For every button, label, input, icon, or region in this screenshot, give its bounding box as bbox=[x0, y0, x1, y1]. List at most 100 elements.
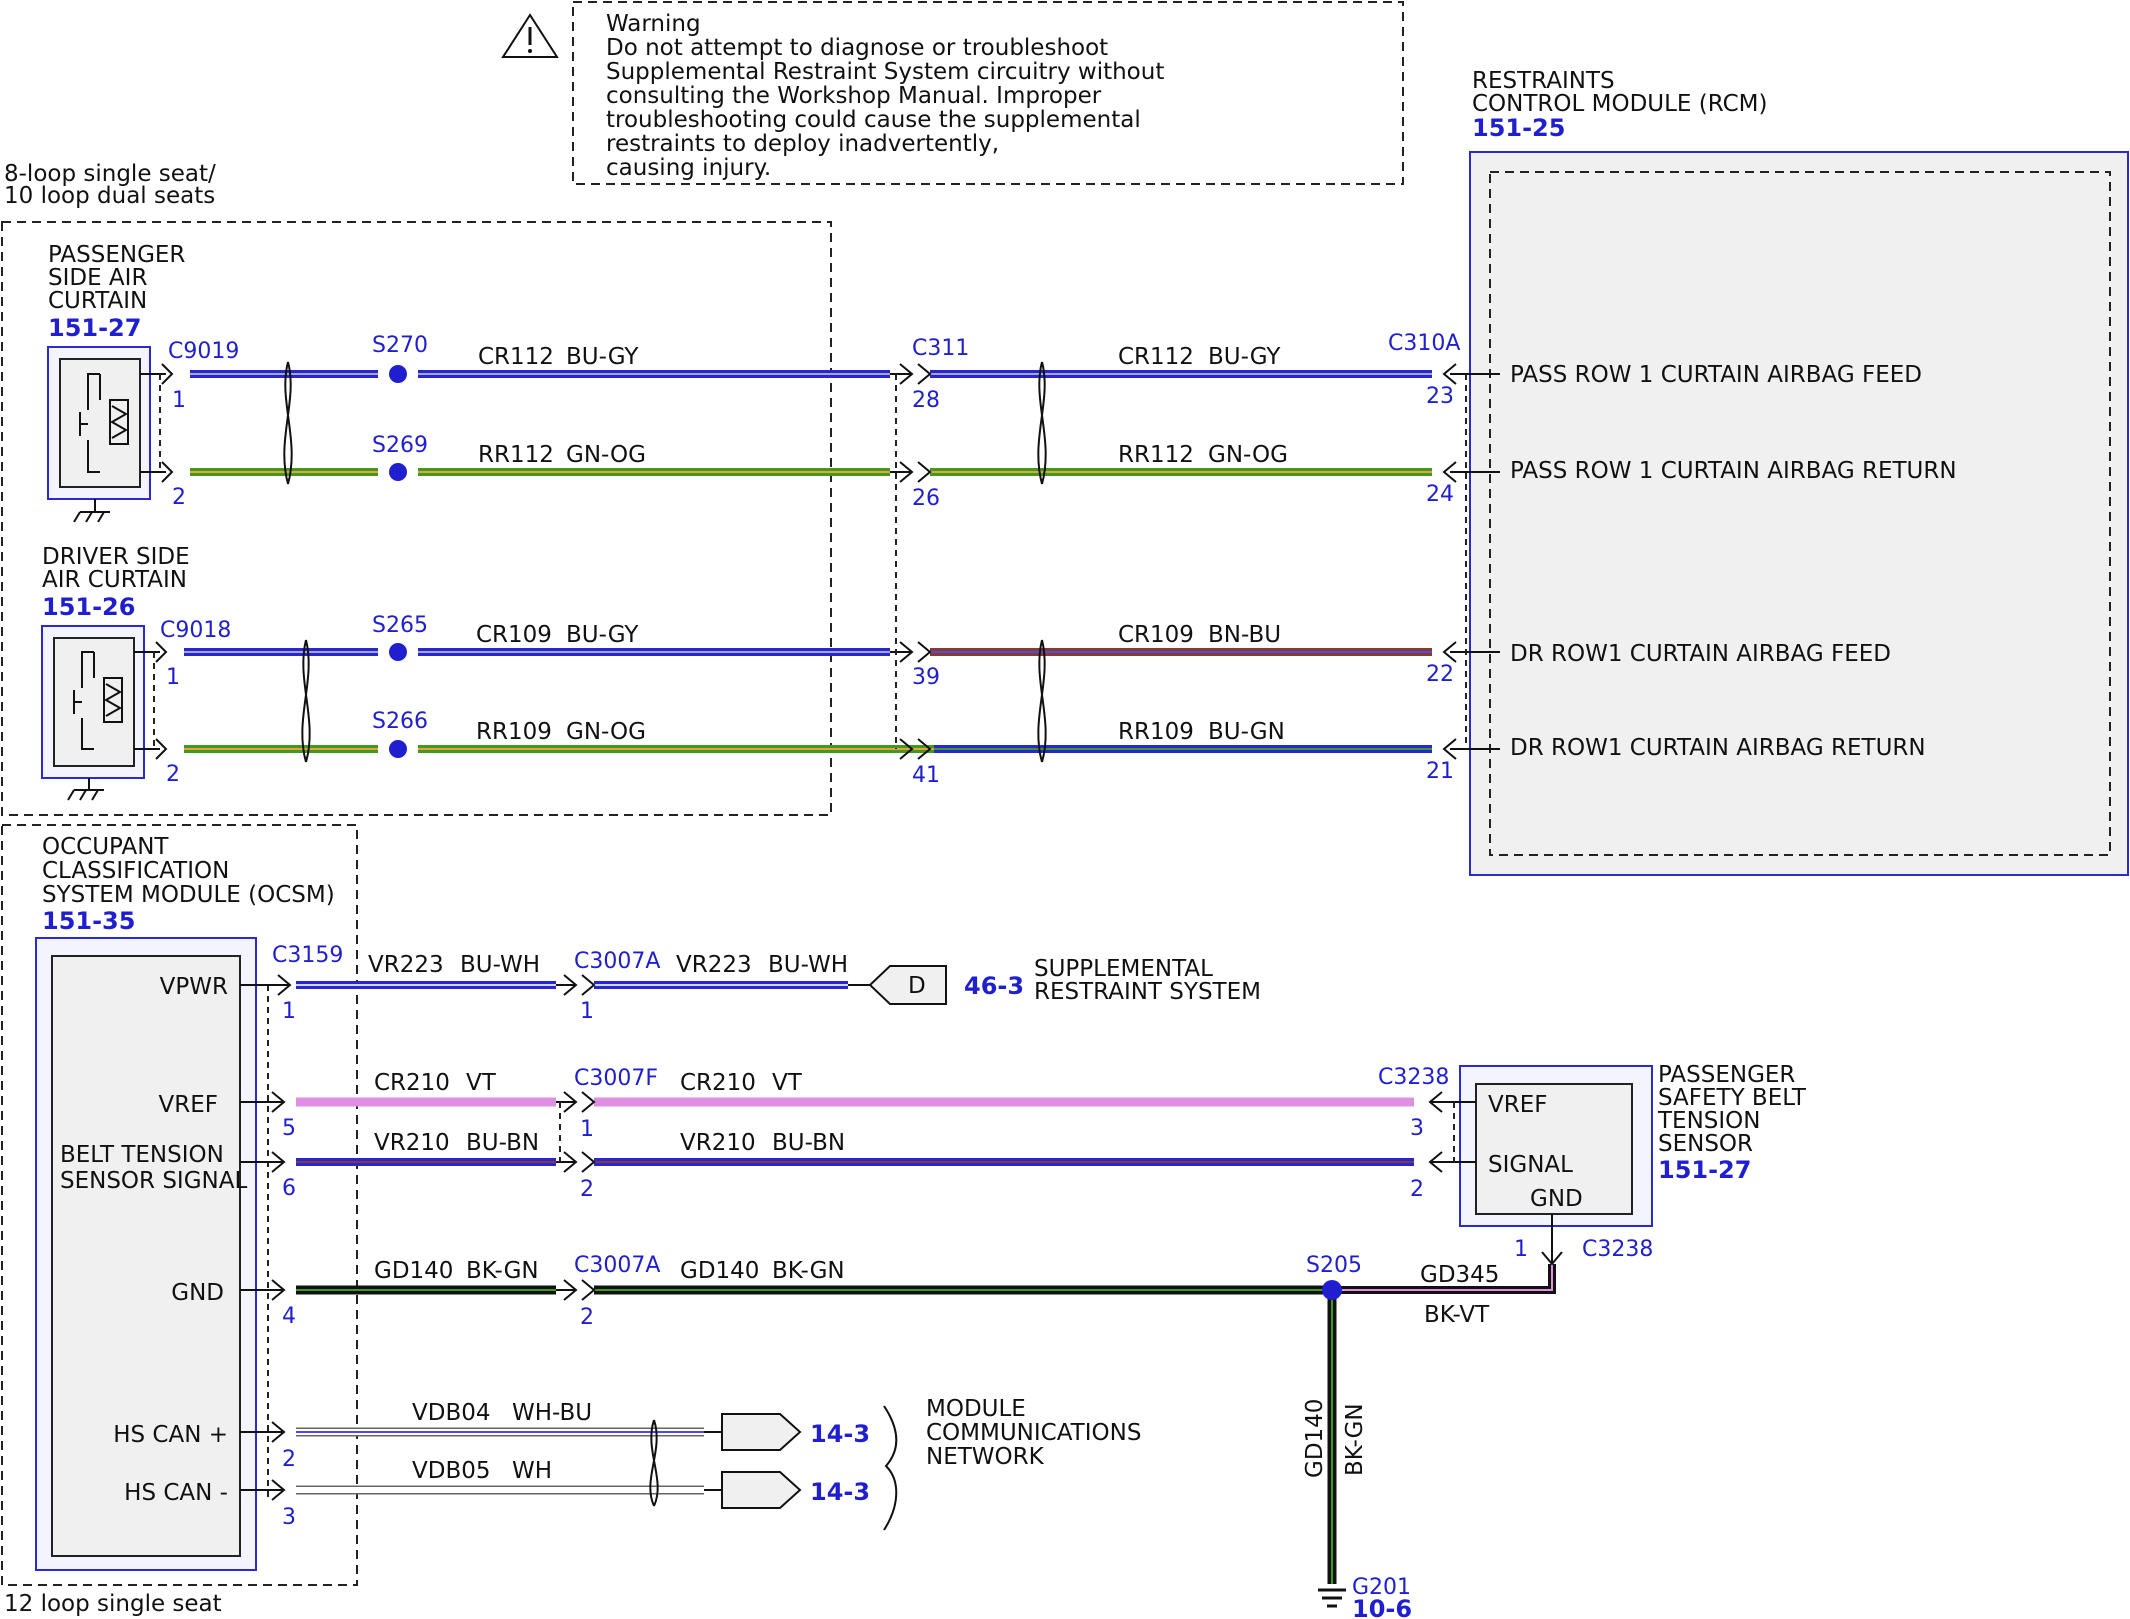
ground-ref[interactable]: 10-6 bbox=[1352, 1595, 1412, 1619]
wire-circuit: CR210 bbox=[680, 1070, 756, 1096]
pin-number: 2 bbox=[166, 762, 180, 787]
pin-number: 22 bbox=[1426, 662, 1454, 687]
srs-title: SUPPLEMENTAL bbox=[1034, 956, 1213, 982]
connector-c9019: C9019 bbox=[168, 339, 239, 364]
warning-line: causing injury. bbox=[606, 155, 771, 181]
wire-color: BK-GN bbox=[466, 1258, 539, 1284]
wire-color: BU-BN bbox=[772, 1130, 845, 1156]
wire-color: VT bbox=[466, 1070, 497, 1096]
pin-number: 1 bbox=[1514, 1237, 1528, 1262]
rcm-title: CONTROL MODULE (RCM) bbox=[1472, 91, 1767, 117]
ocsm-title: CLASSIFICATION bbox=[42, 858, 229, 884]
srs-link[interactable]: D 46-3 bbox=[848, 965, 1024, 1005]
pin-number: 1 bbox=[282, 999, 296, 1024]
network-ref[interactable]: 14-3 bbox=[810, 1420, 870, 1448]
connector-c3007a: C3007A bbox=[574, 1253, 660, 1278]
network-link[interactable]: 14-3 14-3 bbox=[704, 1413, 870, 1509]
splice-label: S269 bbox=[372, 433, 428, 458]
pin-number: 23 bbox=[1426, 384, 1454, 409]
ocsm-stubs bbox=[240, 974, 292, 1501]
wire-color: VT bbox=[772, 1070, 803, 1096]
belt-sensor-ref[interactable]: 151-27 bbox=[1658, 1156, 1751, 1184]
connector-c3238-bottom: C3238 bbox=[1582, 1237, 1653, 1262]
rcm-title: RESTRAINTS bbox=[1472, 68, 1615, 94]
variant-box-12loop bbox=[1, 824, 358, 1586]
wire-circuit: VR223 bbox=[368, 952, 444, 978]
pin-number: 6 bbox=[282, 1176, 296, 1201]
variant-label-12loop: 12 loop single seat bbox=[4, 1591, 222, 1617]
srs-ref[interactable]: 46-3 bbox=[964, 972, 1024, 1000]
wire-color: WH-BU bbox=[512, 1400, 592, 1426]
wire-circuit: GD140 bbox=[680, 1258, 759, 1284]
wire-color: BU-GY bbox=[1208, 344, 1281, 370]
ocsm-ref[interactable]: 151-35 bbox=[42, 907, 135, 935]
wire-circuit: RR112 bbox=[478, 442, 554, 468]
warning-title: Warning bbox=[606, 11, 701, 37]
warning-line: troubleshooting could cause the suppleme… bbox=[606, 107, 1141, 133]
connector-arrows bbox=[155, 363, 1457, 760]
ground-symbol-icon bbox=[73, 499, 110, 523]
driver-curtain-ref[interactable]: 151-26 bbox=[42, 593, 135, 621]
connector-c9018: C9018 bbox=[160, 618, 231, 643]
ocsm-title: OCCUPANT bbox=[42, 834, 169, 860]
pin-number: 2 bbox=[580, 1177, 594, 1202]
wire-circuit: GD345 bbox=[1420, 1262, 1499, 1288]
pin-number: 24 bbox=[1426, 482, 1454, 507]
brace-icon bbox=[883, 1405, 898, 1531]
wire-circuit: VR223 bbox=[676, 952, 752, 978]
network-ref[interactable]: 14-3 bbox=[810, 1478, 870, 1506]
rcm-pin-label: DR ROW1 CURTAIN AIRBAG RETURN bbox=[1510, 735, 1926, 761]
wire-gd345 bbox=[1332, 1264, 1556, 1294]
wire-color: BK-VT bbox=[1424, 1302, 1490, 1328]
wire-color: BN-BU bbox=[1208, 622, 1281, 648]
variant-label-8loop: 10 loop dual seats bbox=[4, 183, 215, 209]
driver-curtain-title: DRIVER SIDE bbox=[42, 544, 190, 570]
wire-color: BU-GN bbox=[1208, 719, 1285, 745]
wire-circuit: VDB04 bbox=[412, 1400, 491, 1426]
rcm-ref[interactable]: 151-25 bbox=[1472, 114, 1565, 142]
wire-circuit: VR210 bbox=[680, 1130, 756, 1156]
ocsm-pin-label: HS CAN + bbox=[113, 1422, 228, 1448]
pass-curtain-title: SIDE AIR bbox=[48, 265, 147, 291]
variant-label-8loop: 8-loop single seat/ bbox=[4, 161, 216, 187]
belt-sensor-title: TENSION bbox=[1657, 1108, 1760, 1134]
splice-label: S205 bbox=[1306, 1253, 1362, 1278]
pin-number: 4 bbox=[282, 1304, 296, 1329]
wire-circuit: RR112 bbox=[1118, 442, 1194, 468]
pin-number: 2 bbox=[172, 485, 186, 510]
network-title: NETWORK bbox=[926, 1444, 1045, 1470]
wire-circuit: CR210 bbox=[374, 1070, 450, 1096]
wire-color: BK-GN bbox=[772, 1258, 845, 1284]
warning-line: restraints to deploy inadvertently, bbox=[606, 131, 999, 157]
wire-circuit: CR109 bbox=[1118, 622, 1194, 648]
wire-circuit: VDB05 bbox=[412, 1458, 491, 1484]
pin-number: 1 bbox=[166, 665, 180, 690]
wire-color: WH bbox=[512, 1458, 552, 1484]
warning-line: Supplemental Restraint System circuitry … bbox=[606, 59, 1164, 85]
ocsm-pin-label: HS CAN - bbox=[124, 1480, 228, 1506]
connector-c3007a: C3007A bbox=[574, 949, 660, 974]
twisted-pair-icon bbox=[283, 361, 1047, 763]
pin-number: 21 bbox=[1426, 759, 1454, 784]
pin-number: 2 bbox=[1410, 1177, 1424, 1202]
pin-number: 1 bbox=[172, 388, 186, 413]
connector-c3159: C3159 bbox=[272, 943, 343, 968]
splice-label: S265 bbox=[372, 613, 428, 638]
squib-icon bbox=[79, 373, 129, 473]
connector-c311: C311 bbox=[912, 336, 969, 361]
rcm-inner bbox=[1489, 171, 2111, 856]
pin-number: 3 bbox=[1410, 1116, 1424, 1141]
wire-color: BU-WH bbox=[460, 952, 540, 978]
wire-color: GN-OG bbox=[566, 442, 646, 468]
connector-c3007f: C3007F bbox=[574, 1066, 658, 1091]
pin-number: 41 bbox=[912, 763, 940, 788]
wire-color: BU-GY bbox=[566, 622, 639, 648]
ocsm-title: SYSTEM MODULE (OCSM) bbox=[42, 882, 335, 908]
pin-number: 28 bbox=[912, 388, 940, 413]
splice-node bbox=[389, 365, 407, 758]
belt-sensor-pin: VREF bbox=[1488, 1092, 1547, 1118]
pass-curtain-ref[interactable]: 151-27 bbox=[48, 314, 141, 342]
wire-circuit: RR109 bbox=[476, 719, 552, 745]
wire-circuit: CR112 bbox=[1118, 344, 1194, 370]
